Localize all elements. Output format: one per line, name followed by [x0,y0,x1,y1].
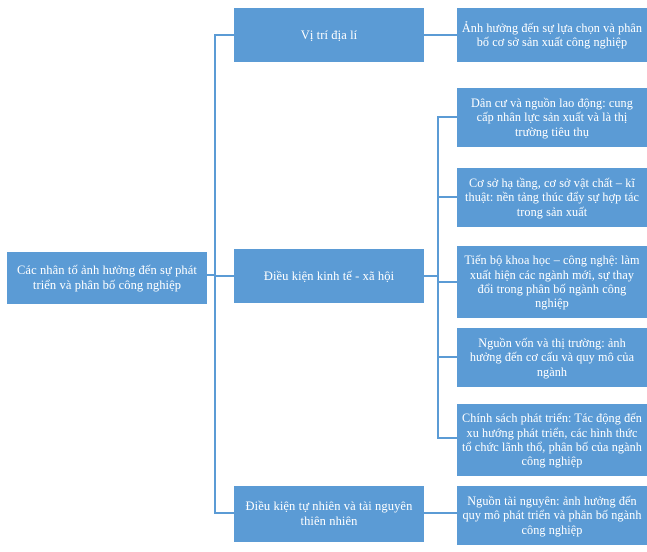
node-branch-2-label: Điều kiện kinh tế - xã hội [263,268,395,283]
connector-branch-2-stub [424,275,438,277]
node-branch-dieu-kien-kinh-te-xa-hoi[interactable]: Điều kiện kinh tế - xã hội [234,249,424,303]
node-leaf-co-so-ha-tang[interactable]: Cơ sở hạ tầng, cơ sở vật chất – kĩ thuật… [457,168,647,227]
connector-trunk-to-branch-3 [214,512,235,514]
node-branch-1-label: Vị trí địa lí [300,27,358,42]
node-leaf-dan-cu-nguon-lao-dong[interactable]: Dân cư và nguồn lao động: cung cấp nhân … [457,88,647,147]
connector-trunk-main [214,35,216,514]
node-leaf-nguon-tai-nguyen[interactable]: Nguồn tài nguyên: ảnh hưởng đến quy mô p… [457,486,647,545]
connector-root-stub [207,274,216,276]
node-leaf-tien-bo-khoa-hoc-cong-nghe[interactable]: Tiến bộ khoa học – công nghệ: làm xuất h… [457,246,647,318]
node-leaf-nguon-von-thi-truong[interactable]: Nguồn vốn và thị trường: ảnh hưởng đến c… [457,328,647,387]
connector-branch-1-to-leaf-1 [424,34,458,36]
node-branch-3-label: Điều kiện tự nhiên và tài nguyên thiên n… [245,499,413,528]
node-leaf-3-label: Cơ sở hạ tầng, cơ sở vật chất – kĩ thuật… [465,175,639,219]
connector-trunk-branch-2 [437,116,439,438]
node-leaf-7-label: Nguồn tài nguyên: ảnh hưởng đến quy mô p… [462,493,642,537]
node-leaf-2-label: Dân cư và nguồn lao động: cung cấp nhân … [471,95,633,139]
connector-trunk-to-branch-2 [214,275,235,277]
node-leaf-chinh-sach-phat-trien[interactable]: Chính sách phát triển: Tác động đến xu h… [457,404,647,476]
node-leaf-5-label: Nguồn vốn và thị trường: ảnh hưởng đến c… [469,335,635,379]
connector-branch-2-to-leaf-1 [437,116,458,118]
node-branch-dieu-kien-tu-nhien[interactable]: Điều kiện tự nhiên và tài nguyên thiên n… [234,486,424,542]
node-leaf-4-label: Tiến bộ khoa học – công nghệ: làm xuất h… [464,253,640,311]
connector-branch-2-to-leaf-5 [437,437,458,439]
connector-branch-3-to-leaf-1 [424,512,458,514]
connector-trunk-to-branch-1 [214,34,235,36]
connector-branch-2-to-leaf-3 [437,281,458,283]
node-leaf-1-label: Ảnh hưởng đến sự lựa chọn và phân bố cơ … [461,20,643,49]
node-leaf-6-label: Chính sách phát triển: Tác động đến xu h… [461,411,642,469]
node-branch-vi-tri-dia-li[interactable]: Vị trí địa lí [234,8,424,62]
connector-branch-2-to-leaf-2 [437,196,458,198]
node-root-label: Các nhân tố ảnh hưởng đến sự phát triển … [16,263,198,292]
node-root[interactable]: Các nhân tố ảnh hưởng đến sự phát triển … [7,252,207,304]
connector-branch-2-to-leaf-4 [437,356,458,358]
node-leaf-anh-huong-lua-chon[interactable]: Ảnh hưởng đến sự lựa chọn và phân bố cơ … [457,8,647,62]
